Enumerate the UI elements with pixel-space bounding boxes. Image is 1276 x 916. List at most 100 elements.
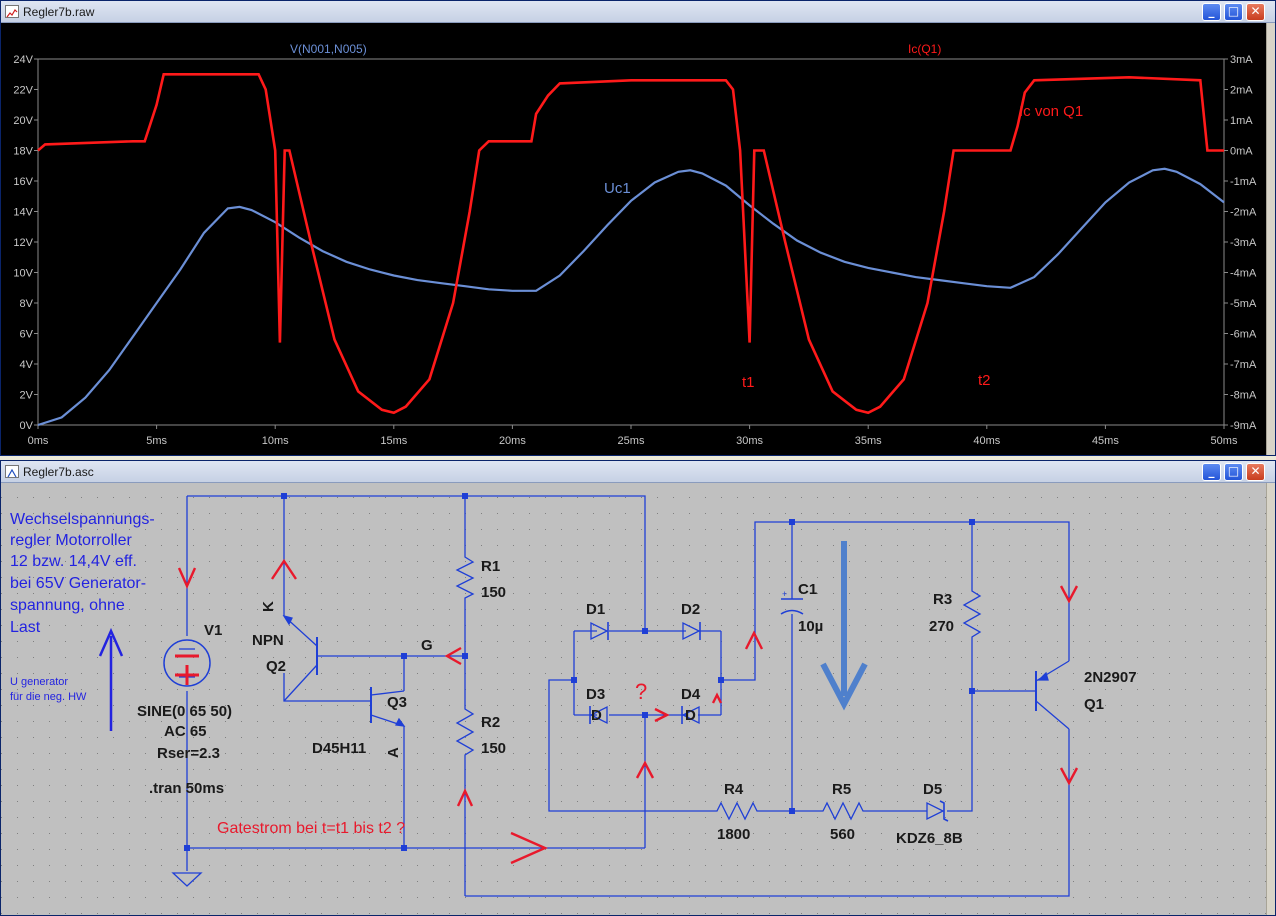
r4-label: R4 [724,781,744,798]
description-line-4: bei 65V Generator- [10,575,146,592]
d5-label: D5 [923,781,942,798]
waveform-window-title: Regler7b.raw [23,5,95,19]
maximize-icon[interactable]: □ [1224,463,1243,481]
question-mark: ? [635,679,647,704]
diode-d4[interactable] [681,705,700,725]
d1-label: D1 [586,601,605,618]
y-right-tick-label: -4mA [1230,268,1257,280]
capacitor-c1[interactable]: + [780,589,804,615]
r2-label: R2 [481,714,500,731]
q1-label: Q1 [1084,696,1104,713]
close-icon[interactable]: ✕ [1246,3,1265,21]
voltage-trace-label: V(N001,N005) [290,42,367,56]
close-icon[interactable]: ✕ [1246,463,1265,481]
y-left-tick-label: 0V [20,420,34,432]
waveform-app-icon [5,5,19,18]
resistor-r1[interactable] [455,549,475,603]
r2-value: 150 [481,740,506,757]
maximize-icon[interactable]: □ [1224,3,1243,21]
y-right-tick-label: 3mA [1230,54,1253,66]
resistor-r2[interactable] [455,701,475,761]
tran-directive: .tran 50ms [149,780,224,797]
npn-label: NPN [252,632,284,649]
y-left-tick-label: 14V [13,207,33,219]
ground-icon [171,872,203,887]
y-left-tick-label: 22V [13,85,33,97]
arrow-down-q1top [1059,585,1079,604]
voltage-source-v1[interactable] [163,639,211,687]
uc1-annotation: Uc1 [604,180,631,197]
schematic-titlebar[interactable]: Regler7b.asc _ □ ✕ [1,461,1275,483]
y-right-tick-label: -6mA [1230,329,1257,341]
minimize-icon[interactable]: _ [1202,463,1221,481]
v1-rser: Rser=2.3 [157,745,220,762]
x-tick-label: 0ms [28,435,49,447]
arrow-up-d4 [711,692,723,704]
d2-label: D2 [681,601,700,618]
transistor-q1[interactable] [1035,660,1070,730]
description-line-1: Wechselspannungs- [10,511,155,528]
y-left-tick-label: 24V [13,54,33,66]
r3-label: R3 [933,591,952,608]
a-label: A [385,747,402,758]
arrow-up-mid [635,760,655,779]
zener-diode-d5[interactable] [926,800,949,822]
ic-annotation: Ic von Q1 [1019,103,1083,120]
series-current-line [37,72,1224,415]
blue-up-arrow [98,627,124,731]
arrow-left-g [444,646,462,666]
arrow-right-d3 [654,707,670,723]
transistor-q3[interactable] [370,687,406,727]
waveform-scrollbar[interactable] [1266,23,1275,455]
y-right-tick-label: -2mA [1230,207,1257,219]
diode-d3[interactable] [589,705,608,725]
x-tick-label: 5ms [146,435,167,447]
description-line-3: 12 bzw. 14,4V eff. [10,553,137,570]
y-left-tick-label: 8V [20,298,34,310]
description-line-6: Last [10,619,41,636]
x-tick-label: 35ms [855,435,882,447]
schematic-window: Regler7b.asc _ □ ✕ [0,460,1276,916]
ugen-line-2: für die neg. HW [10,691,87,703]
diode-d2[interactable] [682,621,701,641]
minimize-icon[interactable]: _ [1202,3,1221,21]
v1-sine: SINE(0 65 50) [137,703,232,720]
waveform-window: Regler7b.raw _ □ ✕ V(N001,N005) Ic(Q1) 0… [0,0,1276,456]
big-blue-down-arrow [820,541,868,711]
c1-label: C1 [798,581,817,598]
ugen-line-1: U generator [10,676,68,688]
diode-d1[interactable] [590,621,609,641]
red-annotation-arrows [177,558,1079,865]
q1-type: 2N2907 [1084,669,1137,686]
r5-label: R5 [832,781,851,798]
resistor-r4[interactable] [713,801,761,821]
resistor-r3[interactable] [962,583,982,651]
y-left-tick-label: 18V [13,146,33,158]
y-right-tick-label: 2mA [1230,85,1253,97]
schematic-app-icon [5,465,19,478]
arrow-down-v1 [177,567,197,589]
schematic-canvas[interactable]: + [1,483,1267,915]
y-right-tick-label: -9mA [1230,420,1257,432]
schematic-scrollbar[interactable] [1266,483,1275,915]
current-trace-label: Ic(Q1) [908,42,941,56]
waveform-titlebar[interactable]: Regler7b.raw _ □ ✕ [1,1,1275,23]
q2-label: Q2 [266,658,286,675]
x-tick-label: 50ms [1211,435,1238,447]
y-right-tick-label: 1mA [1230,115,1253,127]
schematic-wires [186,495,1070,897]
y-right-tick-label: -1mA [1230,176,1257,188]
y-right-tick-label: -8mA [1230,390,1257,402]
y-left-tick-label: 12V [13,237,33,249]
transistor-q2[interactable] [282,614,318,702]
y-right-tick-label: -5mA [1230,298,1257,310]
schematic-grid-dots [1,483,1267,915]
resistor-r5[interactable] [817,801,869,821]
x-tick-label: 20ms [499,435,526,447]
arrow-up-q2 [271,558,297,580]
k-label: K [260,601,277,612]
x-tick-label: 10ms [262,435,289,447]
d5-type: KDZ6_8B [896,830,963,847]
